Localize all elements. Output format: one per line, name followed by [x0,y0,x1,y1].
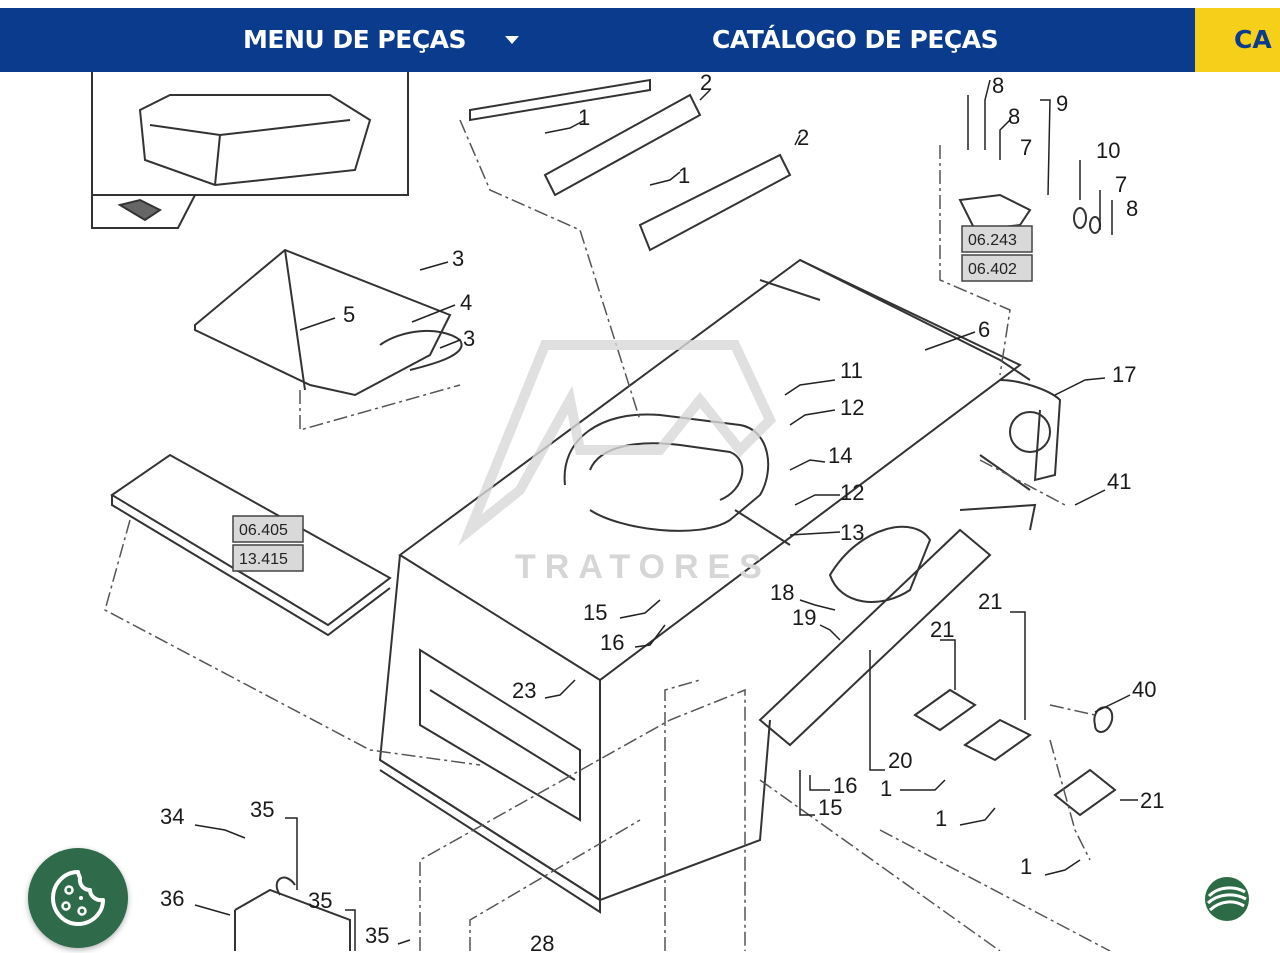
caret-down-icon[interactable] [505,36,519,44]
part-label: 3 [463,326,475,351]
part-label: 1 [578,105,590,130]
part-label: 6 [978,317,990,342]
cookie-settings-button[interactable] [28,848,128,948]
part-label: 36 [160,886,184,911]
top-navigation-bar: MENU DE PEÇAS CATÁLOGO DE PEÇAS CA [0,8,1280,72]
yellow-nav-tab[interactable]: CA [1195,8,1280,72]
ref-13-415-text: 13.415 [239,551,288,568]
part-label: 18 [770,580,794,605]
part-label: 15 [583,600,607,625]
part-label: 4 [460,290,472,315]
menu-de-pecas-label: MENU DE PEÇAS [243,25,467,54]
part-label: 21 [1140,788,1164,813]
part-label: 1 [935,806,947,831]
ref-box-06-405[interactable]: 06.405 [232,515,304,543]
part-label: 5 [343,302,355,327]
part-label: 1 [678,163,690,188]
part-label: 7 [1020,135,1032,160]
part-label: 9 [1056,91,1068,116]
part-label: 1 [880,776,892,801]
yellow-nav-tab-label: CA [1234,25,1272,54]
part-labels: 1 1 2 2 3 3 4 5 6 7 7 8 8 8 9 10 11 12 1… [160,72,1164,951]
part-label: 40 [1132,677,1156,702]
ref-box-06-243[interactable]: 06.243 [961,225,1033,253]
part-label: 21 [978,589,1002,614]
part-label: 16 [833,773,857,798]
part-label: 16 [600,630,624,655]
part-label: 41 [1107,469,1131,494]
ref-box-06-402[interactable]: 06.402 [961,254,1033,282]
part-label: 35 [250,797,274,822]
part-label: 23 [512,678,536,703]
part-label: 8 [1126,196,1138,221]
part-label: 2 [700,72,712,95]
part-label: 20 [888,748,912,773]
part-label: 15 [818,795,842,820]
part-label: 21 [930,617,954,642]
part-label: 11 [840,358,863,383]
part-label: 12 [840,480,864,505]
part-label: 17 [1112,362,1136,387]
cookie-icon [51,870,105,926]
ref-06-243-text: 06.243 [968,232,1017,249]
part-label: 19 [792,605,816,630]
part-label: 14 [828,443,852,468]
part-label: 34 [160,804,184,829]
part-label: 13 [840,520,864,545]
menu-de-pecas-dropdown[interactable]: MENU DE PEÇAS [243,8,467,72]
ref-box-13-415[interactable]: 13.415 [232,544,304,572]
part-label: 12 [840,395,864,420]
ref-06-405-text: 06.405 [239,522,288,539]
part-label: 7 [1115,172,1127,197]
part-label: 8 [1008,104,1020,129]
tratores-watermark: TRATORES [458,340,777,586]
part-label: 2 [797,125,809,150]
part-label: 10 [1096,138,1120,163]
brand-leaf-icon[interactable] [1203,876,1251,922]
parts-exploded-diagram: TRATORES 06.243 06.402 06.405 13.415 1 1… [91,72,1164,951]
inset-preview-box [91,72,409,229]
part-label: 8 [992,73,1004,98]
part-label: 28 [530,931,554,951]
ref-06-402-text: 06.402 [968,261,1017,278]
catalogo-de-pecas-label: CATÁLOGO DE PEÇAS [712,25,999,54]
part-label: 35 [308,888,332,913]
part-label: 1 [1020,854,1032,879]
part-label: 3 [452,246,464,271]
catalogo-de-pecas-link[interactable]: CATÁLOGO DE PEÇAS [712,8,999,72]
part-label: 35 [365,923,389,948]
watermark-text: TRATORES [515,548,771,586]
